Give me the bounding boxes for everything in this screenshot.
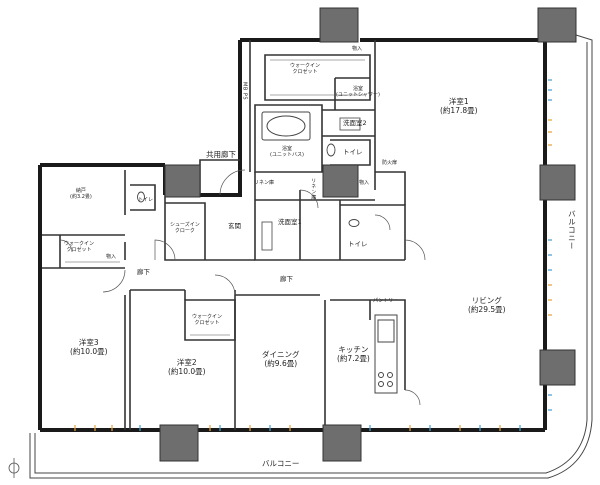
room-walkin-top: ウォークインクロゼット <box>290 63 321 76</box>
balcony-bottom-label: バルコニー <box>262 459 300 468</box>
room-western3: 洋室3(約10.0畳) <box>70 338 108 357</box>
north-arrow-icon <box>8 458 20 478</box>
room-washroom1: 洗面室1 <box>278 218 302 226</box>
window-markers <box>74 79 552 431</box>
room-walkin-left: ウォークインクロゼット <box>64 241 95 254</box>
door-swings <box>59 169 426 406</box>
room-washroom2: 洗面室2 <box>343 119 367 127</box>
bathtub <box>261 111 311 141</box>
room-storeroom: 納戸(約3.2畳) <box>70 188 92 201</box>
washbasins <box>261 117 361 251</box>
room-toilet3: トイレ <box>138 197 154 203</box>
room-hall2: 廊下 <box>280 275 293 283</box>
room-shoes-in: シューズインクローク <box>170 222 200 235</box>
room-walkin-mid: ウォークインクロゼット <box>192 314 223 327</box>
room-entrance: 玄関 <box>228 222 241 230</box>
fire-door-label: 防火扉 <box>382 160 398 166</box>
toilet-fixtures <box>137 143 360 227</box>
columns <box>159 7 577 462</box>
room-living: リビング(約29.5畳) <box>468 296 506 315</box>
balcony-right-label: バルコニー <box>567 210 577 250</box>
room-toilet2: トイレ <box>348 240 368 248</box>
room-storage2: 物入 <box>359 180 370 186</box>
room-pantry: パントリー <box>373 298 399 304</box>
room-bath-main: 浴室(ユニットバス) <box>270 146 304 159</box>
room-hall1: 廊下 <box>137 268 150 276</box>
room-linen2: リネン庫 <box>310 178 317 200</box>
mbps-label: MB PS <box>241 82 248 101</box>
common-hallway: 共用廊下 <box>206 150 236 159</box>
interior-walls <box>42 40 406 430</box>
room-toilet1: トイレ <box>343 148 363 156</box>
balcony-outline <box>29 29 593 479</box>
closet-lines <box>65 59 365 336</box>
room-dining: ダイニング(約9.6畳) <box>262 350 300 369</box>
room-bath-top: 浴室(ユニットシャワー) <box>336 86 380 99</box>
room-storage1: 物入 <box>352 46 363 52</box>
room-linen1: リネン庫 <box>254 180 275 186</box>
kitchen-counter <box>374 314 398 394</box>
room-western1: 洋室1(約17.8畳) <box>440 97 478 116</box>
room-storage3: 物入 <box>106 254 117 260</box>
room-kitchen: キッチン(約7.2畳) <box>337 345 370 364</box>
room-western2: 洋室2(約10.0畳) <box>168 358 206 377</box>
